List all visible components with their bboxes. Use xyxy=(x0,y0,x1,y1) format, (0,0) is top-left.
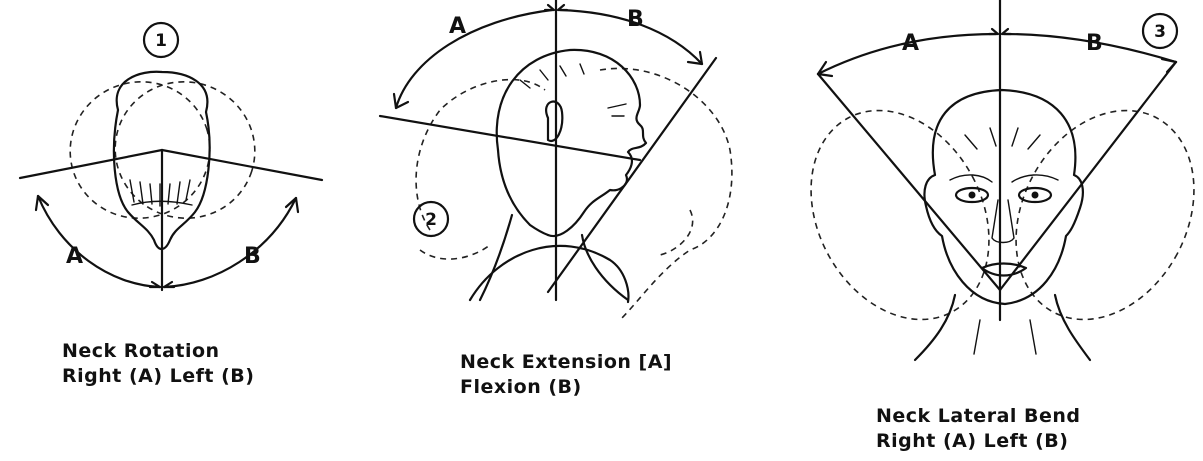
caption-lateral-line-1: Neck Lateral Bend xyxy=(876,404,1081,429)
panel-3-number-badge: 3 xyxy=(1143,14,1177,48)
flexion-line-b xyxy=(548,58,716,292)
caption-neck-rotation: Neck Rotation Right (A) Left (B) xyxy=(62,339,254,389)
caption-rotation-line-1: Neck Rotation xyxy=(62,339,254,364)
caption-extension-line-2: Flexion (B) xyxy=(460,375,672,400)
arc-a xyxy=(396,10,552,108)
panel-neck-extension-flexion: A B 2 xyxy=(380,0,732,320)
rotation-line-b xyxy=(162,150,322,180)
tilted-head-outline xyxy=(776,79,1203,350)
caption-neck-extension-flexion: Neck Extension [A] Flexion (B) xyxy=(460,350,672,400)
panel-neck-lateral-bend: A B 3 xyxy=(776,0,1203,360)
panel-2-number-badge: 2 xyxy=(414,202,448,236)
extended-head-outline xyxy=(416,80,545,259)
head-front-view xyxy=(915,90,1090,360)
arc-b-arrowhead xyxy=(1162,59,1176,72)
panel-2-number: 2 xyxy=(425,210,437,230)
flexed-head-outline xyxy=(600,68,732,320)
panel-1-number-badge: 1 xyxy=(144,23,178,57)
panel-3-label-a: A xyxy=(902,31,919,56)
caption-neck-lateral-bend: Neck Lateral Bend Right (A) Left (B) xyxy=(876,404,1081,454)
panel-1-label-a: A xyxy=(66,244,83,269)
panel-3-number: 3 xyxy=(1154,22,1166,42)
rotation-line-a xyxy=(20,150,162,178)
caption-lateral-line-2: Right (A) Left (B) xyxy=(876,429,1081,454)
caption-extension-line-1: Neck Extension [A] xyxy=(460,350,672,375)
panel-3-label-b: B xyxy=(1086,31,1103,56)
lateral-line-a xyxy=(818,74,1000,290)
head-side-profile xyxy=(470,50,646,302)
arc-b xyxy=(164,198,296,287)
panel-2-label-a: A xyxy=(449,14,466,39)
arc-a xyxy=(38,196,160,287)
panel-2-label-b: B xyxy=(627,7,644,32)
panel-neck-rotation: 1 A B xyxy=(20,23,322,290)
panel-1-number: 1 xyxy=(155,31,167,51)
panel-1-label-b: B xyxy=(244,244,261,269)
caption-rotation-line-2: Right (A) Left (B) xyxy=(62,364,254,389)
